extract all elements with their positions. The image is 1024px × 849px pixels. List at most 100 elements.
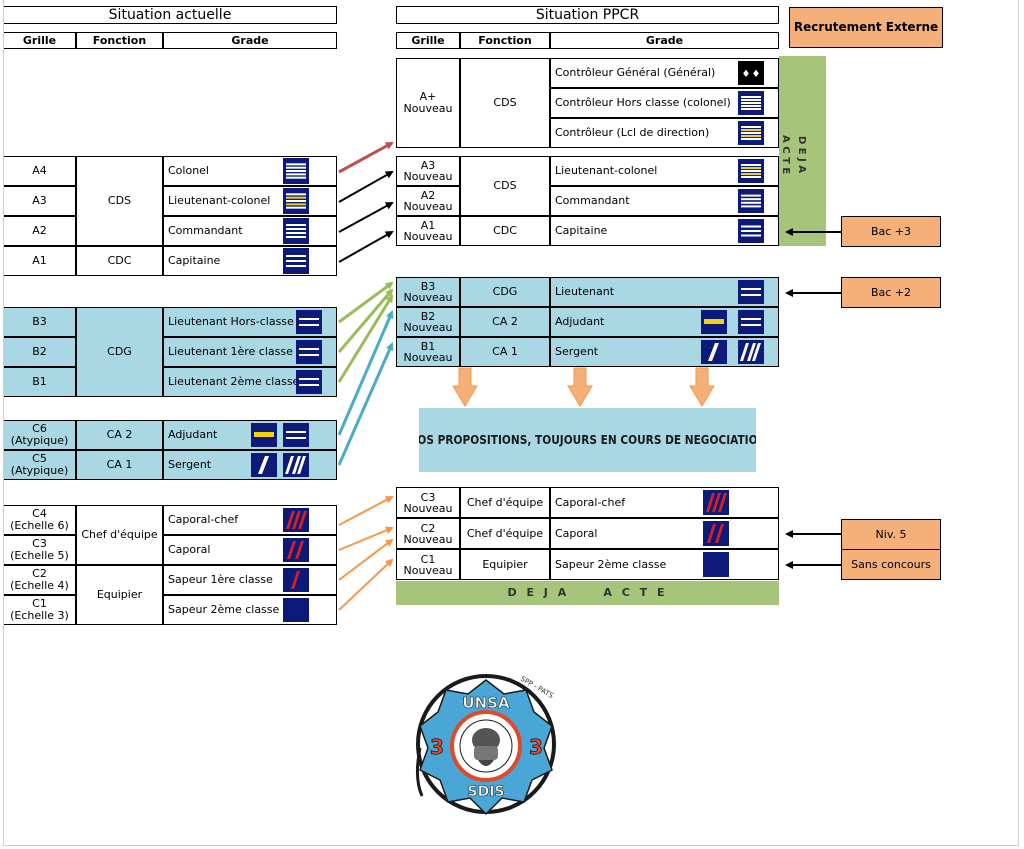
lt-insignia-icon [738,280,764,304]
fonction-cell: CDS [76,156,163,246]
cpl-insignia-icon [283,538,309,562]
recruitment-box: Bac +2 [841,277,941,308]
grade-cell: Sapeur 1ère classe [163,565,337,595]
recruitment-box: Sans concours [841,549,941,580]
svg-text:♦: ♦ [752,69,761,80]
column-header-fonction: Fonction [460,32,550,49]
mapping-arrow [338,496,394,526]
column-header-grade: Grade [550,32,779,49]
fonction-cell: CDC [76,246,163,276]
grade-cell: Adjudant [163,420,337,450]
mapping-arrow [337,288,394,353]
ltcol-insignia-icon [738,159,764,183]
grille-cell: A2 Nouveau [396,186,460,216]
grille-cell: C6 (Atypique) [3,420,76,450]
recruitment-box: Niv. 5 [841,519,941,550]
fonction-cell: CA 1 [76,450,163,480]
mapping-arrow [337,294,394,383]
grille-cell: C2 (Echelle 4) [3,565,76,595]
fonction-cell: Equipier [76,565,163,625]
cch-insignia-icon [283,508,309,532]
grille-cell: B1 Nouveau [396,337,460,367]
svg-text:UNSA: UNSA [462,694,510,712]
grade-cell: Colonel [163,156,337,186]
grade-cell: Capitaine [550,216,779,246]
grade-cell: Contrôleur Hors classe (colonel) [550,88,779,118]
mapping-arrow [338,231,394,263]
deja-acte-banner: D E J A A C T E [396,581,779,605]
mapping-arrow [337,342,394,466]
down-arrow-icon [689,367,715,407]
cne-insignia-icon [283,248,309,274]
grade-cell: Caporal [163,535,337,565]
grade-cell: Caporal-chef [163,505,337,535]
grille-cell: A+ Nouveau [396,58,460,148]
grille-cell: C1 Nouveau [396,549,460,580]
cpl-insignia-icon [703,521,729,546]
grille-cell: C2 Nouveau [396,518,460,549]
colonel-insignia-icon [283,158,309,184]
sgt-insignia-icon [701,340,727,364]
column-header-grade: Grade [163,32,337,49]
lt-insignia-icon [296,310,322,334]
grille-cell: C3 (Echelle 5) [3,535,76,565]
grade-cell: Caporal-chef [550,487,779,518]
grade-cell: Lieutenant-colonel [550,156,779,186]
ppcr-situation-title: Situation PPCR [396,6,779,24]
fonction-cell: CA 1 [460,337,550,367]
svg-text:SDIS: SDIS [468,784,505,800]
deja-acte-vertical-text: A C T E [780,135,791,175]
down-arrow-icon [452,367,478,407]
colonel-insignia-icon [738,91,764,115]
fonction-cell: CA 2 [76,420,163,450]
grade-cell: Commandant [163,216,337,246]
column-header-fonction: Fonction [76,32,163,49]
grade-cell: Sergent [163,450,337,480]
fonction-cell: Chef d'équipe [460,487,550,518]
sgt-insignia-icon [251,453,277,477]
mapping-arrow [338,171,394,203]
mapping-arrow [338,202,394,233]
fonction-cell: CA 2 [460,307,550,337]
grille-cell: B3 Nouveau [396,277,460,307]
grade-cell: Sergent [550,337,779,367]
grille-cell: C1 (Echelle 3) [3,595,76,625]
grade-cell: Contrôleur (Lcl de direction) [550,118,779,148]
proposals-banner: NOS PROPOSITIONS, TOUJOURS EN COURS DE N… [418,408,757,472]
deja-acte-vertical-text: D E J A [796,136,807,174]
grade-cell: Adjudant [550,307,779,337]
column-header-grille: Grille [396,32,460,49]
fonction-cell: Chef d'équipe [460,518,550,549]
sgtc-insignia-icon [738,340,764,364]
sap2-insignia-icon [283,598,309,622]
lt-insignia-icon [296,340,322,364]
adj-insignia-icon [251,423,277,447]
grade-cell: Sapeur 2ème classe [163,595,337,625]
cch-insignia-icon [703,490,729,515]
grille-cell: A3 Nouveau [396,156,460,186]
gen-insignia-icon: ♦♦ [738,61,764,85]
grille-cell: B2 Nouveau [396,307,460,337]
grade-cell: Sapeur 2ème classe [550,549,779,580]
deja-acte-vertical-banner [779,56,826,246]
unsa-sdis-logo: UNSA SDIS 3 3 SPP - PATS [415,674,556,816]
recruitment-box: Bac +3 [841,216,941,247]
svg-text:3: 3 [430,735,444,759]
fonction-cell: Equipier [460,549,550,580]
grade-cell: Capitaine [163,246,337,276]
sap1-insignia-icon [283,568,309,592]
mapping-arrow [338,538,394,581]
grade-cell: Lieutenant Hors-classe [163,307,337,337]
sap2-insignia-icon [703,552,729,577]
grade-cell: Lieutenant 2ème classe [163,367,337,397]
cdt-insignia-icon [738,189,764,213]
fonction-cell: CDS [460,156,550,216]
down-arrow-icon [567,367,593,407]
fonction-cell: Chef d'équipe [76,505,163,565]
grille-cell: C3 Nouveau [396,487,460,518]
mapping-arrow [338,281,394,324]
fonction-cell: CDC [460,216,550,246]
mapping-arrow [337,310,394,436]
